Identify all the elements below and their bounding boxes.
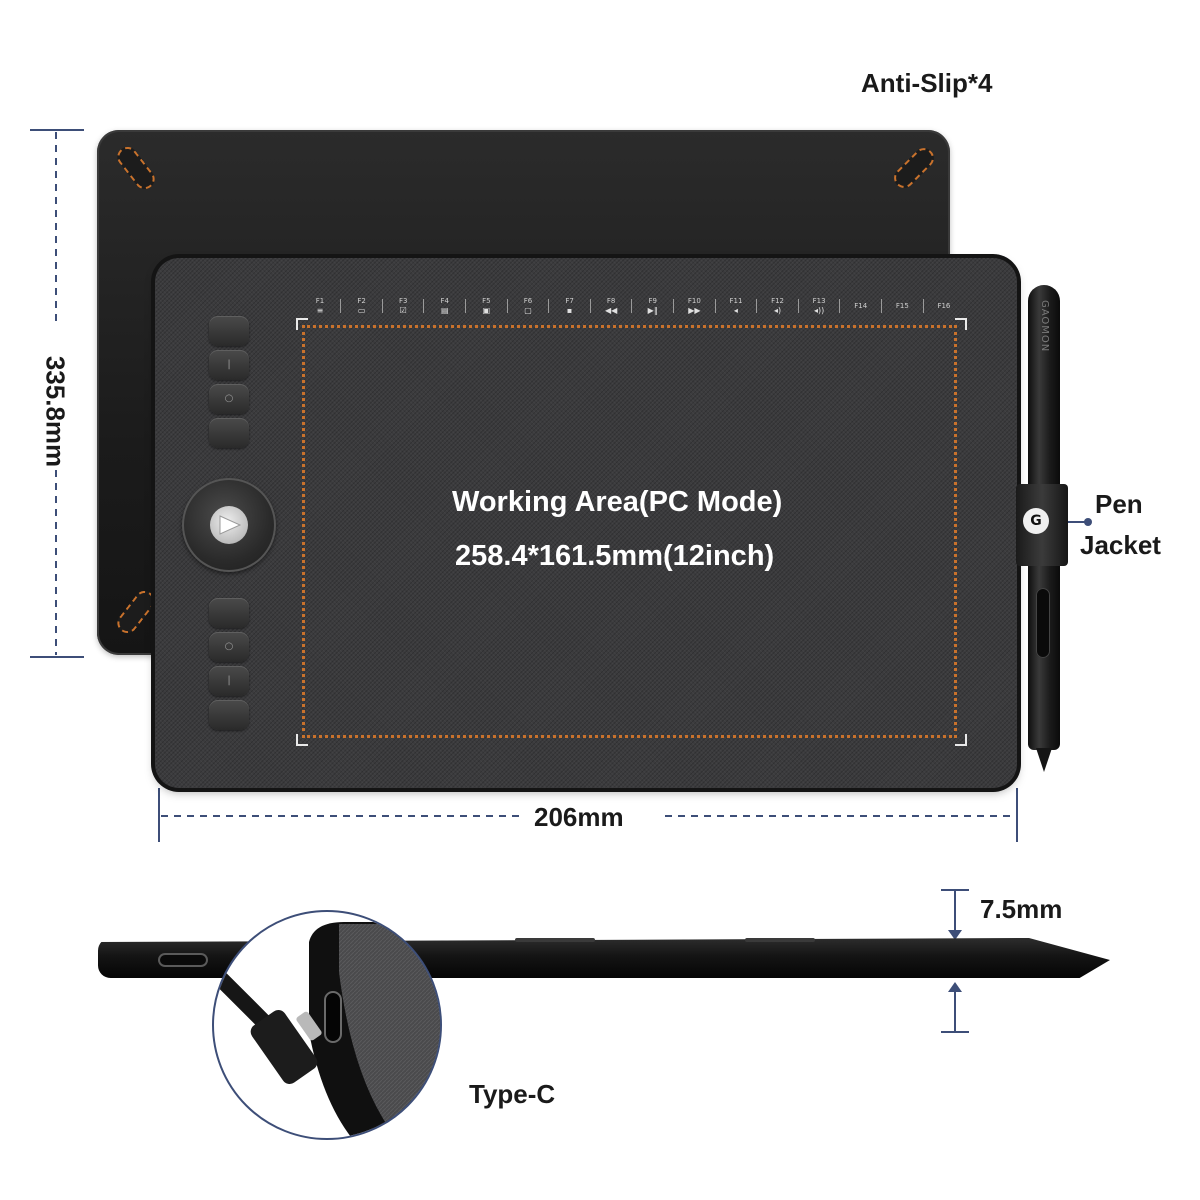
hotkey-f2[interactable]: F2▭ (344, 297, 380, 315)
hotkey-glyph-icon: ▪ (566, 306, 573, 315)
hotkey-label: F1 (315, 297, 325, 305)
hotkey-f11[interactable]: F11◂ (718, 297, 754, 315)
hotkey-glyph-icon: ▭ (357, 306, 366, 315)
hotkey-f16[interactable]: F16 (926, 302, 962, 311)
hotkey-f7[interactable]: F7▪ (552, 297, 588, 315)
hotkey-f9[interactable]: F9▶‖ (635, 297, 671, 315)
hotkey-divider (714, 299, 716, 313)
hotkey-divider (631, 299, 633, 313)
hotkey-divider (548, 299, 550, 313)
hotkey-f10[interactable]: F10▶▶ (676, 297, 712, 315)
hotkey-glyph-icon: ≡ (316, 306, 324, 315)
width-dimension-label: 206mm (534, 802, 624, 832)
pen-jacket-pointer-dot (1084, 518, 1092, 526)
hotkey-divider (589, 299, 591, 313)
hotkey-glyph-icon: ▶▶ (688, 306, 701, 315)
dial-play-icon (219, 515, 242, 535)
hotkey-divider (465, 299, 467, 313)
hotkey-glyph-icon: ☑ (399, 306, 407, 315)
hotkey-f13[interactable]: F13◂)) (801, 297, 837, 315)
hotkey-f4[interactable]: F4▤ (427, 297, 463, 315)
type-c-closeup-illustration (214, 922, 440, 1138)
hotkey-label: F13 (812, 297, 826, 305)
express-key-3[interactable]: ○ (209, 384, 249, 414)
hotkey-label: F6 (523, 297, 533, 305)
express-key-6[interactable]: ○ (209, 632, 249, 662)
express-key-4[interactable] (209, 418, 249, 448)
hotkey-f3[interactable]: F3☑ (385, 297, 421, 315)
hotkey-label: F5 (482, 297, 491, 305)
hotkey-label: F15 (895, 301, 909, 310)
hotkey-divider (423, 299, 425, 313)
type-c-zoom-circle (212, 910, 442, 1140)
hotkey-glyph-icon: ▤ (441, 306, 449, 315)
hotkey-label: F10 (687, 297, 701, 305)
hotkey-divider (381, 299, 383, 313)
hotkey-glyph-icon: ◂ (733, 306, 738, 315)
corner-mark-top-right (955, 318, 967, 330)
hotkey-label: F9 (648, 297, 657, 305)
hotkey-divider (756, 299, 758, 313)
hotkey-label: F4 (440, 297, 450, 305)
corner-mark-bottom-left (296, 734, 308, 746)
hotkey-glyph-icon: ◂)) (813, 306, 825, 315)
express-key-1[interactable] (209, 316, 249, 346)
hotkey-glyph-icon: ▢ (524, 306, 532, 315)
hotkey-divider (673, 299, 675, 313)
corner-mark-top-left (296, 318, 308, 330)
hotkey-f6[interactable]: F6▢ (510, 297, 546, 315)
hotkey-label: F7 (565, 297, 574, 305)
pen-jacket-label-line1: Pen (1095, 489, 1143, 519)
hotkey-f14[interactable]: F14 (843, 302, 879, 311)
thickness-lower-arrow (948, 982, 962, 992)
hotkey-f5[interactable]: F5▣ (468, 297, 504, 315)
hotkey-label: F14 (854, 301, 868, 310)
thickness-upper-arrow (948, 930, 962, 940)
usb-c-port (158, 953, 208, 967)
hotkey-divider (839, 299, 841, 313)
hotkey-divider (506, 299, 508, 313)
express-key-5[interactable] (209, 598, 249, 628)
tablet-front-view (155, 258, 1017, 788)
hotkey-f12[interactable]: F12◂) (760, 297, 796, 315)
hotkey-f8[interactable]: F8◀◀ (593, 297, 629, 315)
hotkey-divider (922, 299, 924, 313)
hotkey-label: F12 (771, 297, 784, 305)
thickness-label: 7.5mm (980, 894, 1063, 924)
pen-jacket-label-line2: Jacket (1080, 530, 1161, 560)
express-key-2[interactable]: | (209, 350, 249, 380)
hotkey-divider (797, 299, 799, 313)
hotkey-label: F8 (606, 297, 616, 305)
hotkey-glyph-icon: ◂) (773, 306, 782, 315)
hotkey-label: F2 (357, 297, 366, 305)
side-key-bump-2 (745, 938, 815, 942)
hotkey-f15[interactable]: F15 (884, 302, 920, 311)
corner-mark-bottom-right (955, 734, 967, 746)
pen-brand-text: GAOMON (1039, 300, 1050, 353)
pen-logo-icon: G (1023, 508, 1049, 534)
express-key-8[interactable] (209, 700, 249, 730)
working-area-size: 258.4*161.5mm(12inch) (455, 540, 775, 572)
working-area-title: Working Area(PC Mode) (452, 486, 783, 518)
pen-tip (1036, 748, 1052, 772)
hotkey-divider (340, 299, 342, 313)
hotkey-divider (881, 299, 883, 313)
hotkey-label: F16 (937, 301, 951, 310)
hotkey-label: F11 (729, 297, 743, 305)
hotkey-glyph-icon: ▶‖ (647, 306, 658, 315)
hotkey-glyph-icon: ◀◀ (605, 306, 618, 315)
type-c-label: Type-C (469, 1079, 556, 1109)
side-key-bump-1 (515, 938, 595, 942)
express-key-7[interactable]: | (209, 666, 249, 696)
anti-slip-label: Anti-Slip*4 (861, 68, 993, 98)
height-dimension-label: 335.8mm (40, 355, 71, 468)
pen-side-button (1036, 588, 1050, 658)
hotkey-glyph-icon: ▣ (482, 306, 491, 315)
hotkey-label: F3 (398, 297, 408, 305)
working-area-border (302, 325, 957, 738)
hotkey-strip: F1≡F2▭F3☑F4▤F5▣F6▢F7▪F8◀◀F9▶‖F10▶▶F11◂F1… (302, 295, 962, 317)
hotkey-f1[interactable]: F1≡ (302, 297, 338, 315)
